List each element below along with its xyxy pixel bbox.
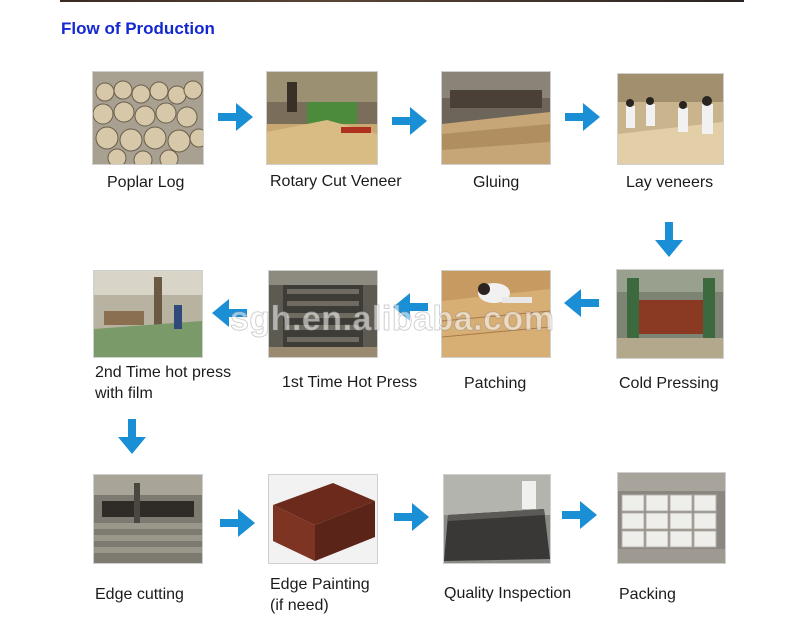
arrow-right-icon	[565, 100, 601, 134]
step-label-edge-cutting: Edge cutting	[95, 584, 184, 605]
photo-lay-veneers	[617, 73, 724, 165]
photo-packing	[617, 472, 726, 564]
page-title: Flow of Production	[61, 19, 215, 39]
arrow-right-icon	[562, 498, 598, 532]
step-label-lay-veneers: Lay veneers	[626, 172, 713, 193]
step-label-quality-inspection: Quality Inspection	[444, 583, 571, 604]
watermark: sgh.en.alibaba.com	[230, 300, 555, 339]
arrow-down-icon	[115, 419, 149, 455]
step-label-line: 2nd Time hot press	[95, 362, 231, 383]
photo-gluing	[441, 71, 551, 165]
photo-edge-cutting	[93, 474, 203, 564]
arrow-down-icon	[652, 222, 686, 258]
photo-edge-painting	[268, 474, 378, 564]
photo-rotary-cut-veneer	[266, 71, 378, 165]
step-label-poplar-log: Poplar Log	[107, 172, 184, 193]
photo-2nd-time-hot-press	[93, 270, 203, 358]
arrow-right-icon	[220, 506, 256, 540]
photo-quality-inspection	[443, 474, 551, 564]
photo-poplar-log	[92, 71, 204, 165]
step-label-line: (if need)	[270, 595, 370, 616]
step-label-cold-pressing: Cold Pressing	[619, 373, 719, 394]
step-label-patching: Patching	[464, 373, 526, 394]
step-label-packing: Packing	[619, 584, 676, 605]
step-label-line: with film	[95, 383, 231, 404]
step-label-line: Edge Painting	[270, 574, 370, 595]
arrow-right-icon	[392, 104, 428, 138]
top-divider	[60, 0, 744, 2]
arrow-right-icon	[218, 100, 254, 134]
arrow-left-icon	[563, 286, 599, 320]
step-label-2nd-time-hot-press: 2nd Time hot press with film	[95, 362, 231, 404]
arrow-right-icon	[394, 500, 430, 534]
step-label-1st-time-hot-press: 1st Time Hot Press	[282, 372, 417, 393]
photo-cold-pressing	[616, 269, 724, 359]
step-label-rotary-cut-veneer: Rotary Cut Veneer	[270, 171, 402, 192]
step-label-edge-painting: Edge Painting (if need)	[270, 574, 370, 616]
step-label-gluing: Gluing	[473, 172, 519, 193]
